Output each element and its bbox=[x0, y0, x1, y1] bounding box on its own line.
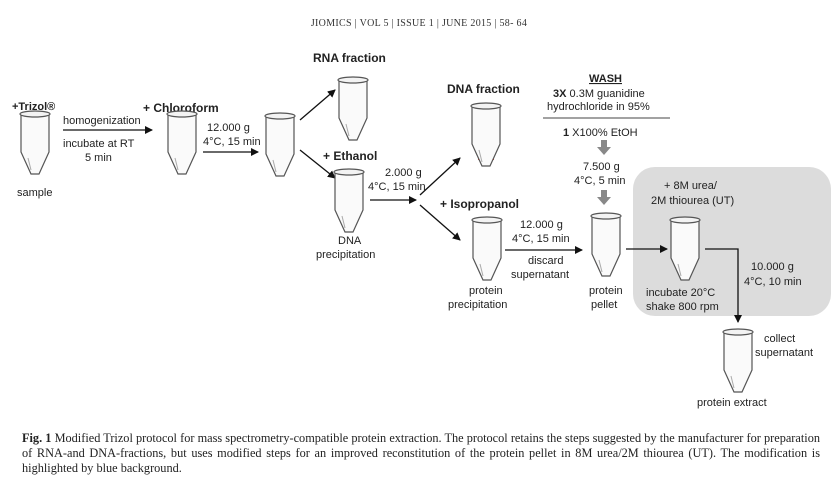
caption-label: Fig. 1 bbox=[22, 431, 52, 445]
sample-tube bbox=[19, 110, 51, 175]
chloroform-tube bbox=[166, 110, 198, 175]
step4-line4: supernatant bbox=[511, 269, 569, 281]
dna-precip-line2: precipitation bbox=[316, 249, 375, 261]
rna-fraction-label: RNA fraction bbox=[313, 51, 386, 65]
protein-precipitation-tube bbox=[471, 216, 503, 281]
collect-line2: supernatant bbox=[755, 347, 813, 359]
wash-line1: 3X 0.3M guanidine bbox=[553, 88, 645, 100]
urea-line2: 2M thiourea (UT) bbox=[651, 195, 734, 207]
step3-line2: 4°C, 15 min bbox=[368, 181, 426, 193]
protein-precip-line2: precipitation bbox=[448, 299, 507, 311]
sample-label: sample bbox=[17, 187, 52, 199]
step1-line3: 5 min bbox=[85, 152, 112, 164]
chloroform-label: + Chloroform bbox=[143, 101, 219, 115]
figure-caption: Fig. 1 Modified Trizol protocol for mass… bbox=[22, 431, 820, 476]
rna-tube bbox=[337, 76, 369, 141]
step6-line2: 4°C, 10 min bbox=[744, 276, 802, 288]
step1-line1: homogenization bbox=[63, 115, 141, 127]
urea-tube bbox=[669, 216, 701, 281]
step3-line1: 2.000 g bbox=[385, 167, 422, 179]
dna-branch-arrow bbox=[299, 149, 336, 179]
step5-line1: 7.500 g bbox=[583, 161, 620, 173]
protein-extract-label: protein extract bbox=[697, 397, 767, 409]
dna-fraction-tube bbox=[470, 102, 502, 167]
step4-line1: 12.000 g bbox=[520, 219, 563, 231]
pellet-line2: pellet bbox=[591, 299, 617, 311]
collect-line1: collect bbox=[764, 333, 795, 345]
wash-down-arrow-1 bbox=[597, 140, 611, 155]
to-extract-arrow bbox=[705, 248, 742, 323]
dna-precipitation-tube bbox=[333, 168, 365, 233]
dna-fraction-arrow bbox=[419, 157, 461, 196]
step1-line2: incubate at RT bbox=[63, 138, 135, 150]
step2-line1: 12.000 g bbox=[207, 122, 250, 134]
dna-fraction-label: DNA fraction bbox=[447, 82, 520, 96]
phase-tube bbox=[264, 112, 296, 177]
urea-line1: + 8M urea/ bbox=[664, 180, 718, 192]
wash-title: WASH bbox=[589, 73, 622, 85]
trizol-label: +Trizol® bbox=[12, 101, 55, 113]
dna-precip-line1: DNA bbox=[338, 235, 362, 247]
incubate-line1: incubate 20°C bbox=[646, 287, 715, 299]
wash-down-arrow-2 bbox=[597, 190, 611, 205]
rna-arrow bbox=[299, 89, 336, 121]
step5-line2: 4°C, 5 min bbox=[574, 175, 625, 187]
ethanol-label: + Ethanol bbox=[323, 149, 377, 163]
incubate-line2: shake 800 rpm bbox=[646, 301, 719, 313]
isopropanol-arrow bbox=[419, 204, 461, 241]
protocol-figure: +Trizol® sample homogenization incubate … bbox=[12, 51, 831, 409]
caption-text: Modified Trizol protocol for mass spectr… bbox=[22, 431, 820, 475]
protein-precip-line1: protein bbox=[469, 285, 503, 297]
isopropanol-label: + Isopropanol bbox=[440, 197, 519, 211]
journal-header: JIOMICS | VOL 5 | ISSUE 1 | JUNE 2015 | … bbox=[310, 18, 528, 29]
step4-line2: 4°C, 15 min bbox=[512, 233, 570, 245]
wash-line3: 1 X100% EtOH bbox=[563, 127, 638, 139]
step6-line1: 10.000 g bbox=[751, 261, 794, 273]
step4-line3: discard bbox=[528, 255, 563, 267]
wash-line2: hydrochloride in 95% bbox=[547, 101, 650, 113]
step2-line2: 4°C, 15 min bbox=[203, 136, 261, 148]
protein-pellet-tube bbox=[590, 212, 622, 277]
pellet-line1: protein bbox=[589, 285, 623, 297]
protein-extract-tube bbox=[722, 328, 754, 393]
